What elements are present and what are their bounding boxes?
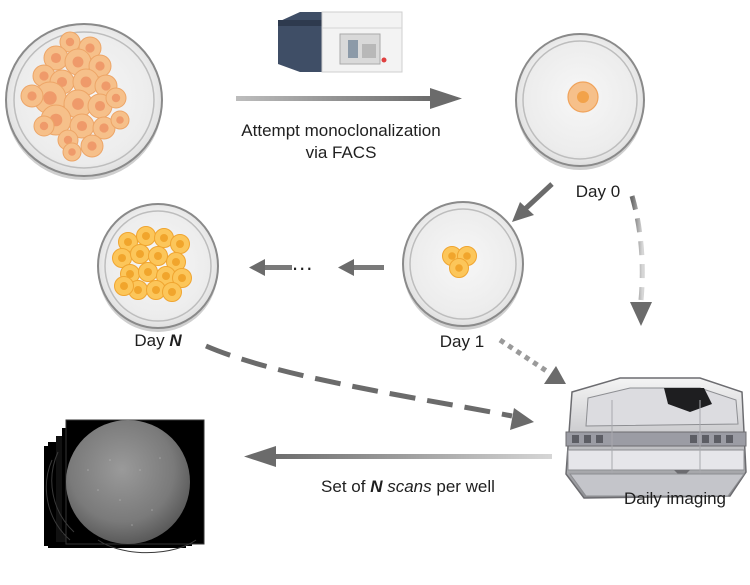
scans-variable: N [370,477,383,496]
day1-label: Day 1 [439,332,485,351]
dish-day1-icon [402,201,524,330]
dense-cell-nucleus [85,43,95,53]
arrow-dense-to-day0 [236,88,462,109]
arrow-day1-to-imaging [498,337,566,384]
scans-italic-word: scans [387,477,432,496]
arrow-imaging-to-scans [244,446,552,467]
dense-cell-nucleus [72,98,84,110]
colony-cell-nucleus [178,274,186,282]
dense-cell-nucleus [63,135,73,145]
arrow-day0-to-imaging [629,195,652,326]
dense-cell-nucleus [111,93,121,103]
colony-cell-nucleus [134,286,142,294]
dense-cell-nucleus [80,76,92,88]
dense-cell-nucleus [94,100,106,112]
scan-image-stack [44,419,205,554]
facs-caption-line1: Attempt monoclonalization [241,121,441,140]
dense-cell-nucleus [27,91,37,101]
colony-cell-nucleus [168,288,176,296]
facs-machine-icon [278,11,403,73]
arrow-dayn-to-imaging [205,343,534,430]
dense-cell-nucleus [39,121,49,131]
dense-cell-nucleus [116,116,124,124]
colony-cell-nucleus [172,258,180,266]
colony-cell-nucleus [154,252,162,260]
dense-cell-nucleus [101,81,111,91]
colony-cell-nucleus [124,238,132,246]
scans-prefix: Set of [321,477,366,496]
dense-cell-nucleus [68,148,76,156]
dense-cell-nucleus [43,91,57,105]
colony-cell-nucleus [162,272,170,280]
dayn-prefix: Day [134,331,165,350]
colony-cell-nucleus [160,234,168,242]
facs-caption-line2: via FACS [305,143,377,162]
arrow-day0-to-day1 [512,182,554,222]
dish-dense-icon [5,23,163,180]
dayn-label: Day N [108,330,208,352]
dense-cell-nucleus [87,141,97,151]
colony-cell-nucleus [136,250,144,258]
dish-dayn-icon [97,203,219,332]
colony-cell-nucleus [118,254,126,262]
scans-caption: Set of N scans per well [268,476,548,498]
scans-suffix: per well [436,477,495,496]
dense-cell-nucleus [76,120,88,132]
colony-cell-nucleus [126,270,134,278]
facs-caption: Attempt monoclonalization via FACS [196,120,486,164]
dense-cell-nucleus [99,123,109,133]
colony-cell-nucleus [120,282,128,290]
dense-cell-nucleus [39,71,49,81]
dish-day0-icon [515,33,645,170]
colony-cell-nucleus [144,268,152,276]
colony-cell-nucleus [176,240,184,248]
dense-cell-nucleus [72,56,84,68]
incubator-imaging-device-icon [565,377,747,499]
dense-cell-nucleus [95,61,105,71]
colony-cell-nucleus [142,232,150,240]
dayn-variable: N [169,331,182,350]
day0-label: Day 0 [575,182,621,201]
dense-cell-nucleus [65,37,75,47]
arrow-day1-to-ellipsis [338,259,384,276]
arrow-ellipsis-to-dayn [249,259,292,276]
dense-cell-nucleus [50,52,62,64]
ellipsis-label: ... [292,250,314,275]
imaging-caption: Daily imaging [623,489,727,508]
colony-cell-nucleus [152,286,160,294]
